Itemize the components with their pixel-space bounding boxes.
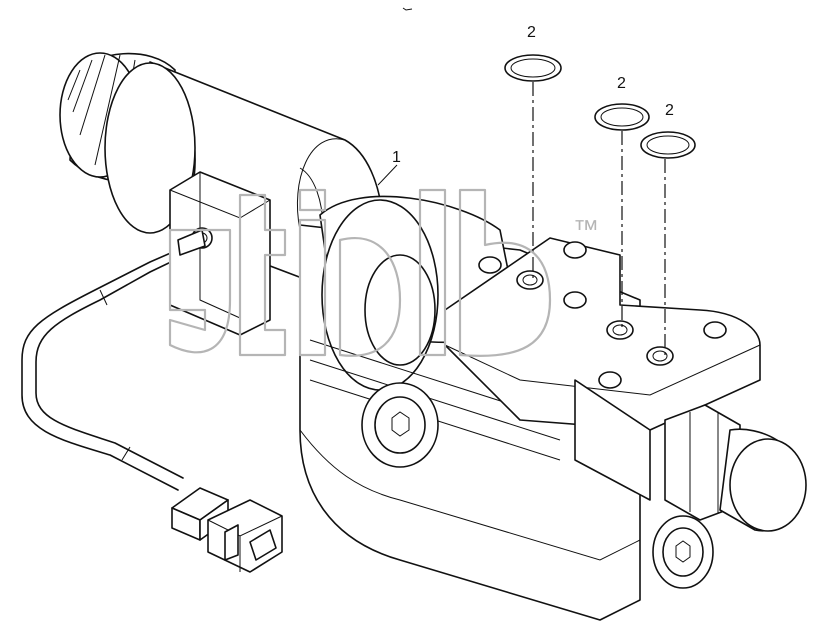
electrical-connector — [171, 487, 283, 573]
callout-label-1: 1 — [392, 149, 401, 166]
callout-1-leader — [377, 164, 398, 186]
wire-harness — [21, 237, 206, 491]
top-mark — [402, 7, 413, 11]
trademark-symbol: ™ — [573, 214, 599, 244]
callout-label-2b: 2 — [617, 75, 626, 92]
o-ring-1 — [504, 54, 562, 82]
callout-label-2a: 2 — [527, 24, 536, 41]
socket-head-screw-lower — [652, 515, 714, 589]
callout-label-2c: 2 — [665, 102, 674, 119]
hex-plug-fitting — [664, 404, 807, 532]
o-ring-2 — [594, 103, 650, 131]
watermark-logo — [168, 188, 552, 357]
o-ring-3 — [640, 131, 696, 159]
socket-head-screw-upper — [361, 382, 439, 468]
